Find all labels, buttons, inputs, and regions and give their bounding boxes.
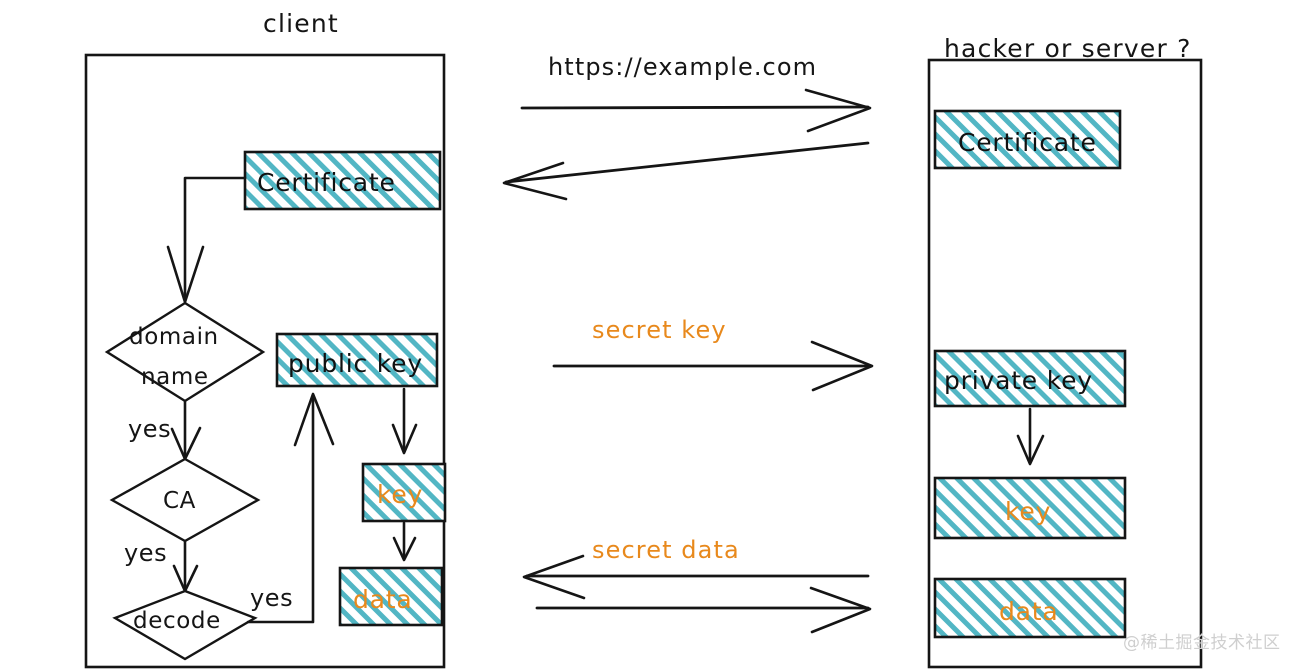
client-panel-title: client	[263, 9, 339, 38]
client-data-label: data	[353, 585, 413, 614]
message-arrow-request-arrowhead	[804, 88, 872, 133]
server-data-label: data	[999, 597, 1059, 626]
message-arrow-response-line	[504, 141, 870, 184]
server-certificate-label: Certificate	[958, 128, 1097, 157]
message-label-secret-data: secret data	[592, 536, 740, 564]
edge-label-decode-to-public-key: yes	[250, 584, 293, 612]
client-domain-name-label-line1: domain	[129, 324, 219, 350]
client-certificate-label: Certificate	[257, 168, 396, 197]
edge-decode-to-public-key	[246, 394, 315, 624]
server-key-label: key	[1005, 497, 1051, 526]
edge-decode-to-public-key-arrowhead	[293, 392, 335, 447]
edge-label-ca-to-decode: yes	[124, 539, 167, 567]
message-label-secret-key: secret key	[592, 316, 727, 344]
edge-private-key-to-key-arrowhead	[1016, 434, 1045, 466]
message-label-request: https://example.com	[548, 53, 817, 81]
client-panel-border	[84, 53, 446, 669]
message-arrow-secret-data-arrowhead	[522, 554, 586, 600]
client-data-box[interactable]	[338, 566, 444, 627]
watermark: @稀土掘金技术社区	[1123, 633, 1281, 653]
edge-certificate-to-domain	[183, 176, 247, 302]
client-decode-diamond[interactable]	[112, 589, 258, 661]
message-arrow-request-line	[520, 105, 870, 110]
message-arrow-response-arrowhead	[502, 161, 568, 201]
server-private-key-box[interactable]	[933, 349, 1127, 408]
edge-public-key-to-key-arrowhead	[391, 423, 418, 455]
client-decode-label: decode	[133, 608, 221, 634]
message-arrow-bottom-arrowhead	[809, 586, 872, 634]
client-key-box[interactable]	[361, 462, 447, 523]
server-data-box[interactable]	[933, 577, 1127, 639]
client-public-key-box[interactable]	[275, 332, 439, 388]
edge-label-domain-to-ca: yes	[128, 415, 171, 443]
server-panel-border	[927, 58, 1203, 669]
client-certificate-box[interactable]	[243, 150, 442, 211]
server-key-box[interactable]	[933, 476, 1127, 540]
message-arrow-secret-key-arrowhead	[810, 340, 874, 392]
client-ca-label: CA	[163, 488, 196, 514]
server-certificate-box[interactable]	[933, 109, 1122, 170]
server-private-key-label: private key	[944, 366, 1093, 395]
server-panel-title: hacker or server ?	[944, 34, 1192, 63]
client-key-label: key	[377, 480, 423, 509]
client-public-key-label: public key	[288, 349, 423, 378]
edge-key-to-data-arrowhead	[392, 536, 417, 562]
client-domain-name-label-line2: name	[141, 364, 209, 390]
